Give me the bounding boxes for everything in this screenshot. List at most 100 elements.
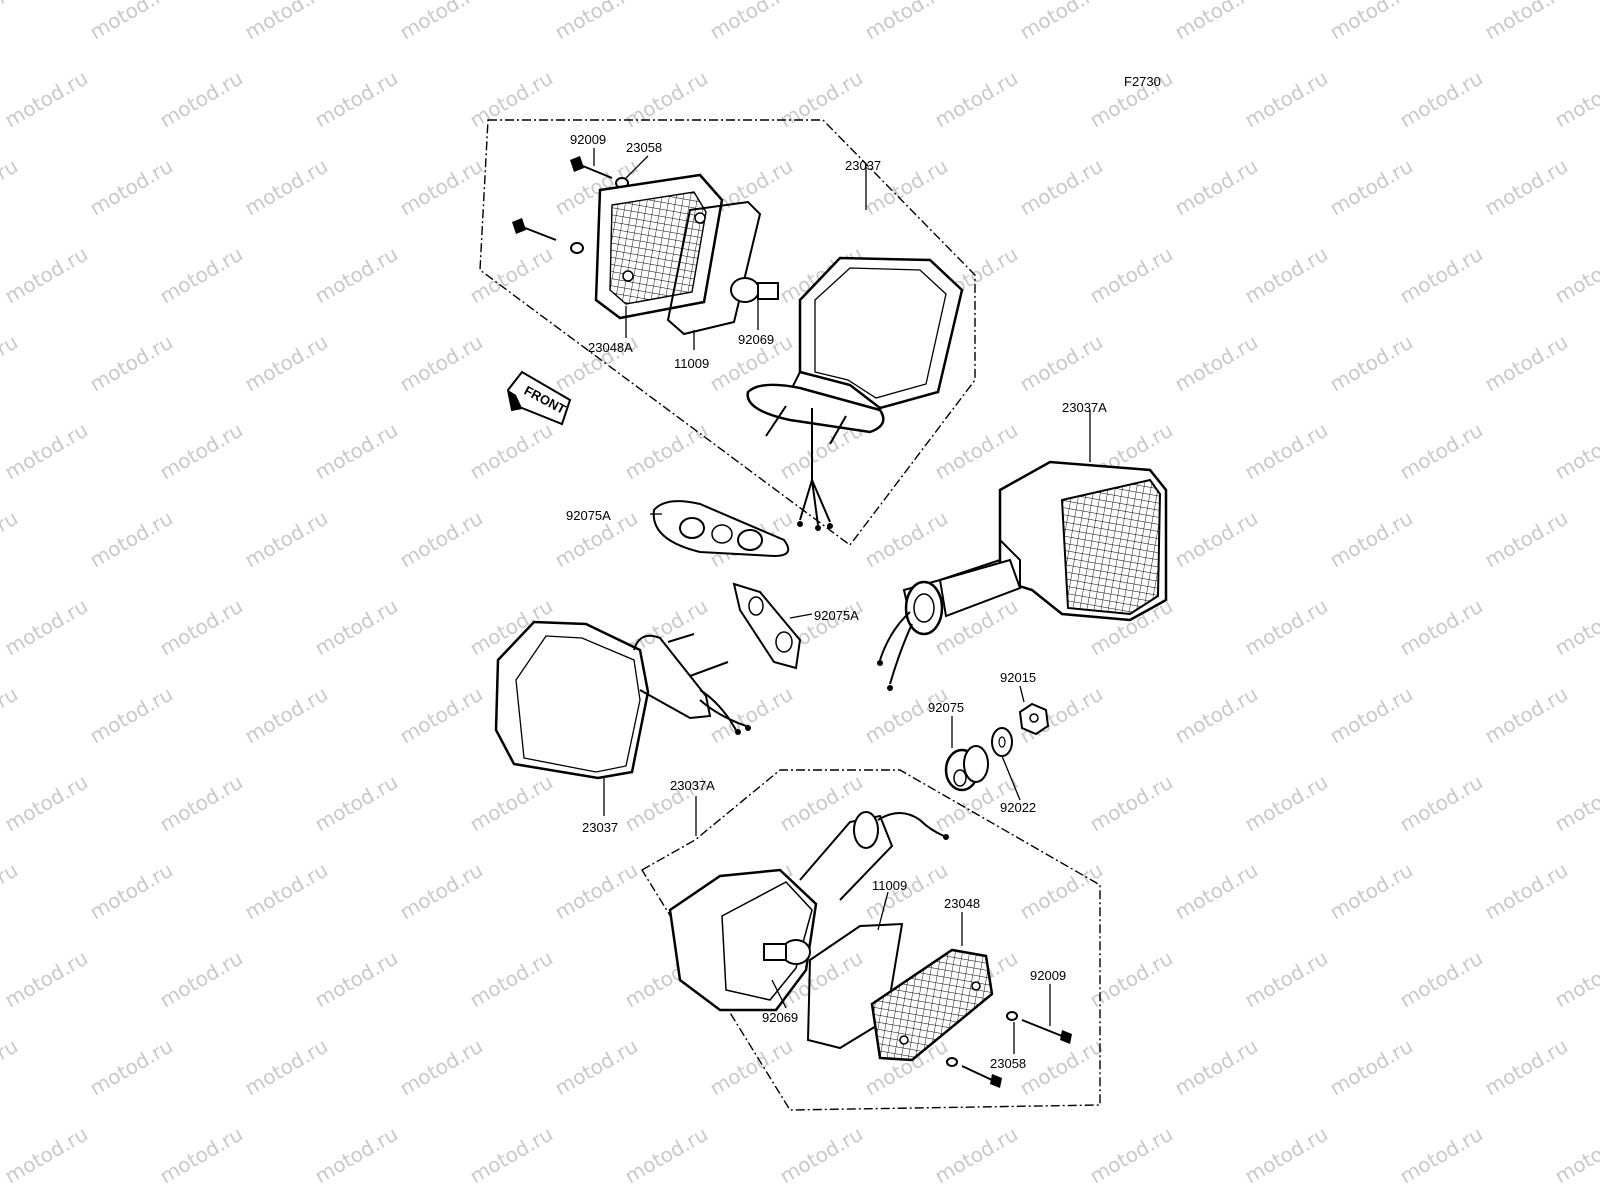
watermark-text: motod.ru [396,506,487,573]
label-11009-top: 11009 [674,356,709,371]
watermark-text: motod.ru [1481,1034,1572,1101]
gasket-11009-top [666,200,762,336]
watermark-text: motod.ru [156,418,247,485]
watermark-text: motod.ru [551,858,642,925]
watermark-text: motod.ru [241,154,332,221]
watermark-text: motod.ru [1396,242,1487,309]
watermark-text: motod.ru [86,0,177,44]
watermark-text: motod.ru [86,154,177,221]
watermark-text: motod.ru [1396,66,1487,133]
watermark-text: motod.ru [1,418,92,485]
watermark-text: motod.ru [0,682,22,749]
watermark-text: motod.ru [156,770,247,837]
watermark-text: motod.ru [156,946,247,1013]
watermark-text: motod.ru [1241,770,1332,837]
watermark-text: motod.ru [241,0,332,44]
watermark-text: motod.ru [1016,330,1107,397]
label-92009-bottom: 92009 [1030,968,1066,983]
watermark-text: motod.ru [1016,858,1107,925]
watermark-text: motod.ru [241,682,332,749]
watermark-text: motod.ru [621,66,712,133]
lens-23048 [870,948,994,1062]
watermark-text: motod.ru [1171,154,1262,221]
label-23037A-bottom: 23037A [670,778,715,793]
turn-signal-assembly-top [512,156,964,531]
watermark-text: motod.ru [0,506,22,573]
label-92022: 92022 [1000,800,1036,815]
watermark-text: motod.ru [1396,418,1487,485]
watermark-text: motod.ru [861,506,952,573]
watermark-text: motod.ru [1326,330,1417,397]
watermark-text: motod.ru [1241,242,1332,309]
watermark-text: motod.ru [1481,330,1572,397]
watermark-text: motod.ru [1,770,92,837]
watermark-text: motod.ru [931,66,1022,133]
watermark-text: motod.ru [1,594,92,661]
watermark-text: motod.ru [1551,418,1600,485]
lens-23048A [594,173,724,320]
turn-signal-assembly-bottom [668,811,1072,1088]
label-23058-bottom: 23058 [990,1056,1026,1071]
watermark-text: motod.ru [1086,946,1177,1013]
watermark-text: motod.ru [396,330,487,397]
watermark-text: motod.ru [86,682,177,749]
label-23037-top: 23037 [845,158,881,173]
watermark-text: motod.ru [466,242,557,309]
watermark-text: motod.ru [621,1122,712,1189]
watermark-text: motod.ru [1,242,92,309]
watermark-text: motod.ru [1,1122,92,1189]
watermark-text: motod.ru [0,154,22,221]
watermark-text: motod.ru [396,682,487,749]
watermark-text: motod.ru [1171,0,1262,44]
label-92075A-middle: 92075A [814,608,859,623]
watermark-text: motod.ru [1171,330,1262,397]
label-23037-left: 23037 [582,820,618,835]
watermark-text: motod.ru [241,858,332,925]
watermark-text: motod.ru [706,682,797,749]
watermark-text: motod.ru [466,1122,557,1189]
watermark-text: motod.ru [1396,1122,1487,1189]
label-92015: 92015 [1000,670,1036,685]
label-92075: 92075 [928,700,964,715]
watermark-text: motod.ru [311,66,402,133]
watermark-text: motod.ru [1171,1034,1262,1101]
watermark-text: motod.ru [86,1034,177,1101]
watermark-text: motod.ru [1241,594,1332,661]
watermark-text: motod.ru [1481,0,1572,44]
watermark-text: motod.ru [1481,154,1572,221]
turn-signal-assembly-right [877,460,1168,691]
watermark-text: motod.ru [621,418,712,485]
watermark-text: motod.ru [0,330,22,397]
watermark-text: motod.ru [1326,0,1417,44]
watermark-text: motod.ru [706,0,797,44]
bulb-92069-top [730,277,779,303]
watermark-text: motod.ru [861,682,952,749]
label-23037A-right: 23037A [1062,400,1107,415]
watermark-text: motod.ru [396,858,487,925]
watermark-text: motod.ru [466,418,557,485]
watermark-text: motod.ru [86,506,177,573]
watermark-text: motod.ru [551,0,642,44]
watermark-text: motod.ru [776,66,867,133]
turn-signal-assembly-left [494,620,751,780]
watermark-text: motod.ru [241,506,332,573]
nut-92015 [1018,702,1050,736]
watermark-text: motod.ru [0,858,22,925]
front-arrow-icon: FRONT [506,370,572,426]
label-23048A: 23048A [588,340,633,355]
label-23058-top: 23058 [626,140,662,155]
watermark-text: motod.ru [1551,946,1600,1013]
watermark-text: motod.ru [0,0,22,44]
watermark-text: motod.ru [1551,594,1600,661]
watermark-text: motod.ru [1326,506,1417,573]
watermark-text: motod.ru [156,242,247,309]
watermark-text: motod.ru [706,1034,797,1101]
label-23048: 23048 [944,896,980,911]
watermark-text: motod.ru [931,418,1022,485]
plate-92075A-middle [732,582,802,670]
watermark-text: motod.ru [1481,858,1572,925]
watermark-text: motod.ru [1,66,92,133]
watermark-text: motod.ru [1086,770,1177,837]
